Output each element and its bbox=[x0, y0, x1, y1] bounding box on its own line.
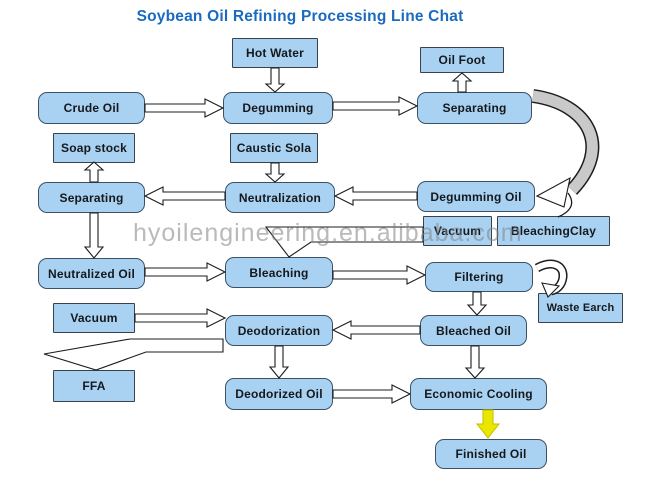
node-bleached-oil: Bleached Oil bbox=[420, 315, 527, 346]
arrow-hotwater-degumming bbox=[264, 67, 286, 93]
arrow-bleachedoil-economiccooling bbox=[464, 345, 486, 379]
node-economic-cooling: Economic Cooling bbox=[410, 378, 547, 410]
arrow-tail-bleachingclay bbox=[557, 192, 573, 218]
node-separating-2: Separating bbox=[38, 182, 145, 213]
arrow-economiccooling-finishedoil bbox=[475, 409, 501, 439]
arrow-bleachedoil-deodorization bbox=[331, 320, 421, 340]
page-title: Soybean Oil Refining Processing Line Cha… bbox=[136, 8, 464, 25]
arrow-causticsola-neutralization bbox=[264, 162, 286, 183]
node-filtering: Filtering bbox=[425, 262, 533, 292]
node-vacuum-2: Vacuum bbox=[53, 303, 135, 333]
node-deodorized-oil: Deodorized Oil bbox=[225, 378, 333, 410]
node-bleaching-clay: BleachingClay bbox=[497, 216, 610, 246]
node-degumming-oil: Degumming Oil bbox=[417, 181, 535, 212]
node-crude-oil: Crude Oil bbox=[38, 92, 145, 124]
node-caustic-sola: Caustic Sola bbox=[230, 133, 318, 163]
node-oil-foot: Oil Foot bbox=[420, 47, 504, 73]
arrow-separating2-neutralizedoil bbox=[83, 212, 105, 259]
arrow-vacuum2-deodorization bbox=[134, 308, 227, 328]
node-separating-1: Separating bbox=[417, 92, 532, 124]
arrow-separating-degummingoil-band bbox=[532, 90, 598, 194]
node-deodorization: Deodorization bbox=[225, 315, 333, 346]
node-waste-earch: Waste Earch bbox=[538, 293, 623, 323]
node-soap-stock: Soap stock bbox=[53, 133, 135, 163]
watermark: hyoilengineering.en.alibaba.com bbox=[133, 219, 523, 247]
arrow-filtering-wasteearch-inner bbox=[535, 261, 566, 294]
node-ffa: FFA bbox=[53, 370, 135, 402]
node-hot-water: Hot Water bbox=[232, 38, 318, 68]
arrow-degumming-separating bbox=[332, 96, 419, 116]
arrow-deodorization-ffa bbox=[43, 338, 224, 371]
arrow-deodorization-deodorizedoil bbox=[268, 345, 290, 379]
arrow-separating2-soapstock bbox=[83, 161, 105, 183]
node-vacuum-1: Vacuum bbox=[423, 216, 492, 246]
arrow-degummingoil-neutralization bbox=[333, 186, 418, 206]
arrow-separating-oilfoot bbox=[451, 72, 473, 93]
node-neutralization: Neutralization bbox=[225, 182, 335, 213]
arrowhead-degummingoil bbox=[535, 176, 571, 208]
arrow-neutralizedoil-bleaching bbox=[144, 262, 227, 282]
arrow-bleaching-filtering bbox=[332, 265, 427, 285]
node-neutralized-oil: Neutralized Oil bbox=[38, 258, 145, 289]
node-degumming: Degumming bbox=[223, 92, 333, 124]
arrow-deodorizedoil-economiccooling bbox=[332, 384, 412, 404]
node-bleaching: Bleaching bbox=[225, 257, 333, 288]
arrow-crudeoil-degumming bbox=[144, 98, 225, 118]
node-finished-oil: Finished Oil bbox=[435, 439, 547, 469]
arrow-separating-degummingoil-outline bbox=[531, 89, 600, 195]
arrow-neutralization-separating2 bbox=[143, 186, 226, 206]
arrow-filtering-wasteearch-outline bbox=[534, 259, 568, 296]
arrow-filtering-bleachedoil bbox=[466, 291, 488, 316]
